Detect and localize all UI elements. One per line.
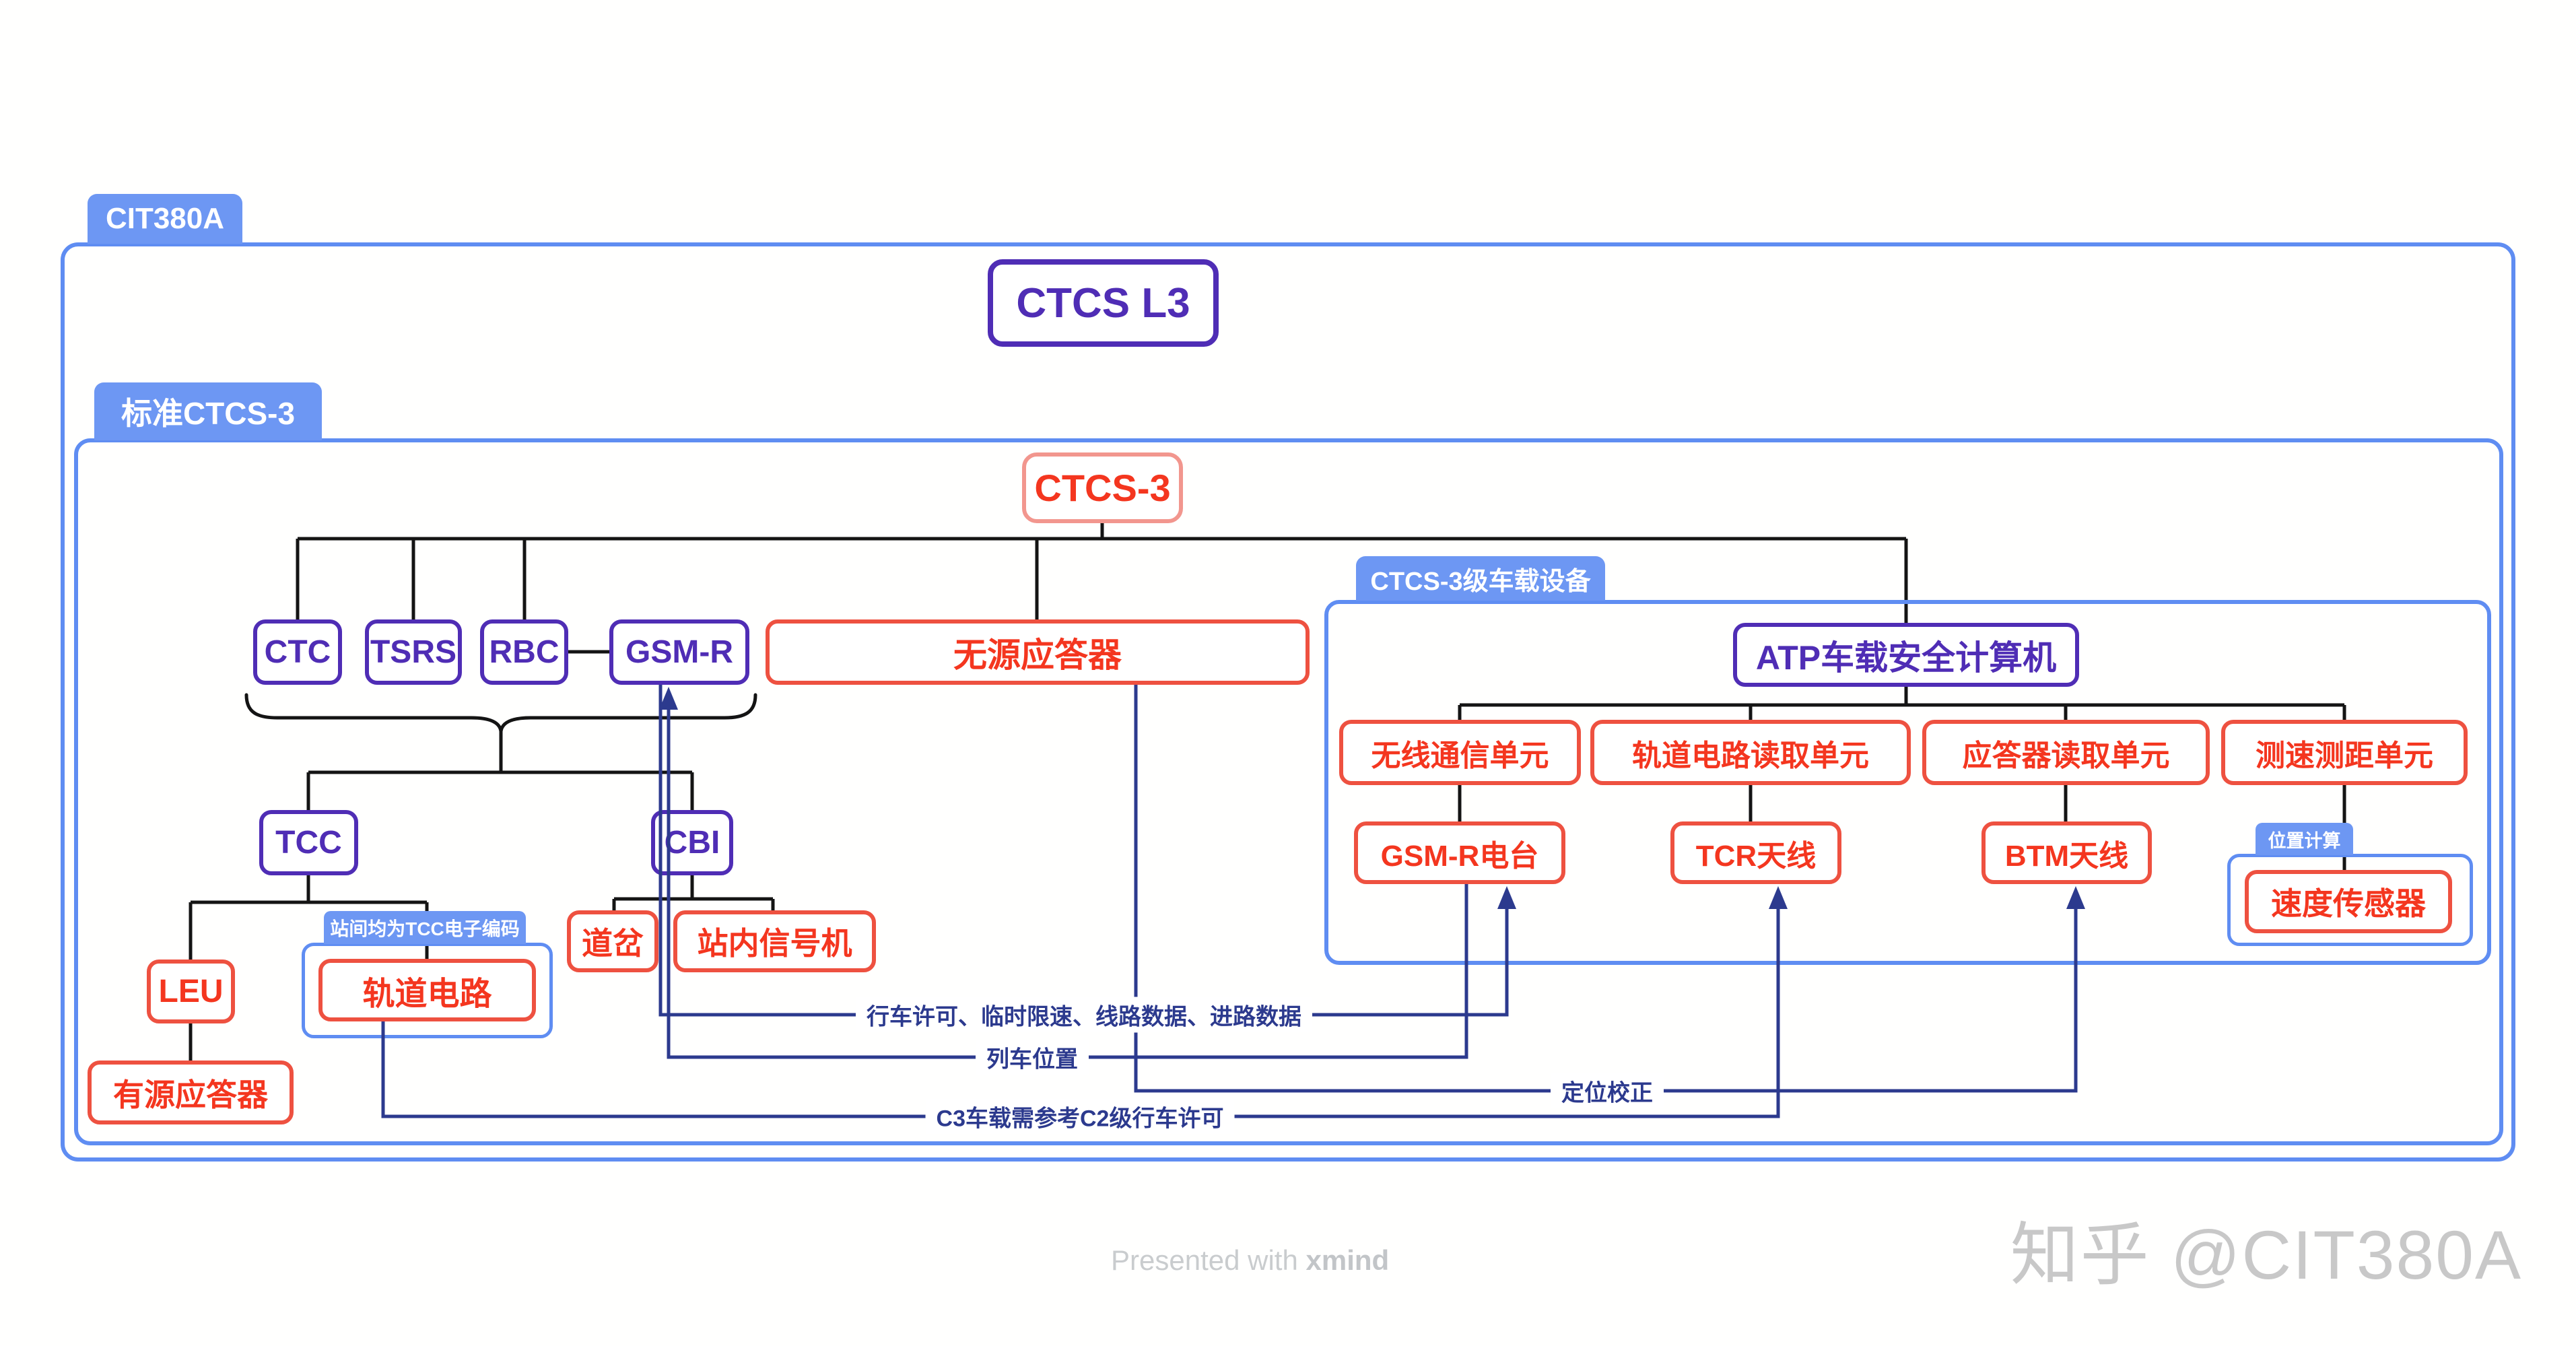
xmind-brand: xmind <box>1306 1244 1390 1276</box>
badge-ctcs3-onboard-equipment[interactable]: CTCS-3级车载设备 <box>1356 556 1605 601</box>
badge-position-calc[interactable]: 位置计算 <box>2256 823 2353 855</box>
node-atp-computer[interactable]: ATP车载安全计算机 <box>1733 623 2079 687</box>
node-btm-antenna[interactable]: BTM天线 <box>1981 821 2152 884</box>
node-tsrs[interactable]: TSRS <box>365 619 462 685</box>
edge-label-train-position[interactable]: 列车位置 <box>976 1039 1089 1075</box>
node-switch[interactable]: 道岔 <box>567 910 658 972</box>
node-active-balise[interactable]: 有源应答器 <box>88 1061 294 1124</box>
node-tcc[interactable]: TCC <box>259 810 358 875</box>
group-brace <box>244 693 757 732</box>
node-station-signal[interactable]: 站内信号机 <box>673 910 876 972</box>
edge-label-position-correction[interactable]: 定位校正 <box>1551 1073 1664 1109</box>
boundary-standard-ctcs3[interactable] <box>74 438 2503 1145</box>
node-cbi[interactable]: CBI <box>651 810 733 875</box>
badge-standard-ctcs3[interactable]: 标准CTCS-3 <box>94 382 322 440</box>
node-radio-unit[interactable]: 无线通信单元 <box>1339 720 1581 785</box>
node-leu[interactable]: LEU <box>147 960 235 1023</box>
node-track-circuit-read-unit[interactable]: 轨道电路读取单元 <box>1590 720 1911 785</box>
node-ctcs-l3[interactable]: CTCS L3 <box>988 259 1219 347</box>
node-tcr-antenna[interactable]: TCR天线 <box>1670 821 1841 884</box>
node-ctc[interactable]: CTC <box>253 619 342 685</box>
arrowhead-into-gsmr-radio <box>1497 886 1516 909</box>
edge-label-movement-authority[interactable]: 行车许可、临时限速、线路数据、进路数据 <box>856 997 1312 1033</box>
node-passive-balise[interactable]: 无源应答器 <box>766 619 1310 685</box>
boundary-position-calc[interactable] <box>2227 854 2473 946</box>
outer-boundary-cit380a[interactable] <box>61 242 2515 1162</box>
arrowhead-into-btm-antenna <box>2066 886 2085 909</box>
boundary-ctcs3-onboard-equipment[interactable] <box>1324 600 2491 965</box>
node-gsm-r-radio[interactable]: GSM-R电台 <box>1354 821 1565 884</box>
node-ctcs-3[interactable]: CTCS-3 <box>1022 452 1183 523</box>
arrowhead-into-tcr-antenna <box>1769 886 1788 909</box>
badge-cit380a[interactable]: CIT380A <box>88 194 242 244</box>
presented-with-note: Presented with xmind <box>1111 1244 1390 1276</box>
node-gsm-r[interactable]: GSM-R <box>609 619 749 685</box>
node-speed-distance-unit[interactable]: 测速测距单元 <box>2221 720 2468 785</box>
node-speed-sensor[interactable]: 速度传感器 <box>2245 870 2452 933</box>
arrowhead-into-gsmr <box>659 687 678 710</box>
node-track-circuit[interactable]: 轨道电路 <box>318 959 536 1021</box>
boundary-tcc-coding[interactable] <box>302 943 553 1038</box>
badge-tcc-coding[interactable]: 站间均为TCC电子编码 <box>324 911 526 944</box>
node-balise-read-unit[interactable]: 应答器读取单元 <box>1922 720 2210 785</box>
zhihu-watermark: 知乎 @CIT380A <box>2010 1217 2522 1293</box>
node-rbc[interactable]: RBC <box>480 619 568 685</box>
edge-label-c2-reference[interactable]: C3车载需参考C2级行车许可 <box>925 1098 1235 1135</box>
